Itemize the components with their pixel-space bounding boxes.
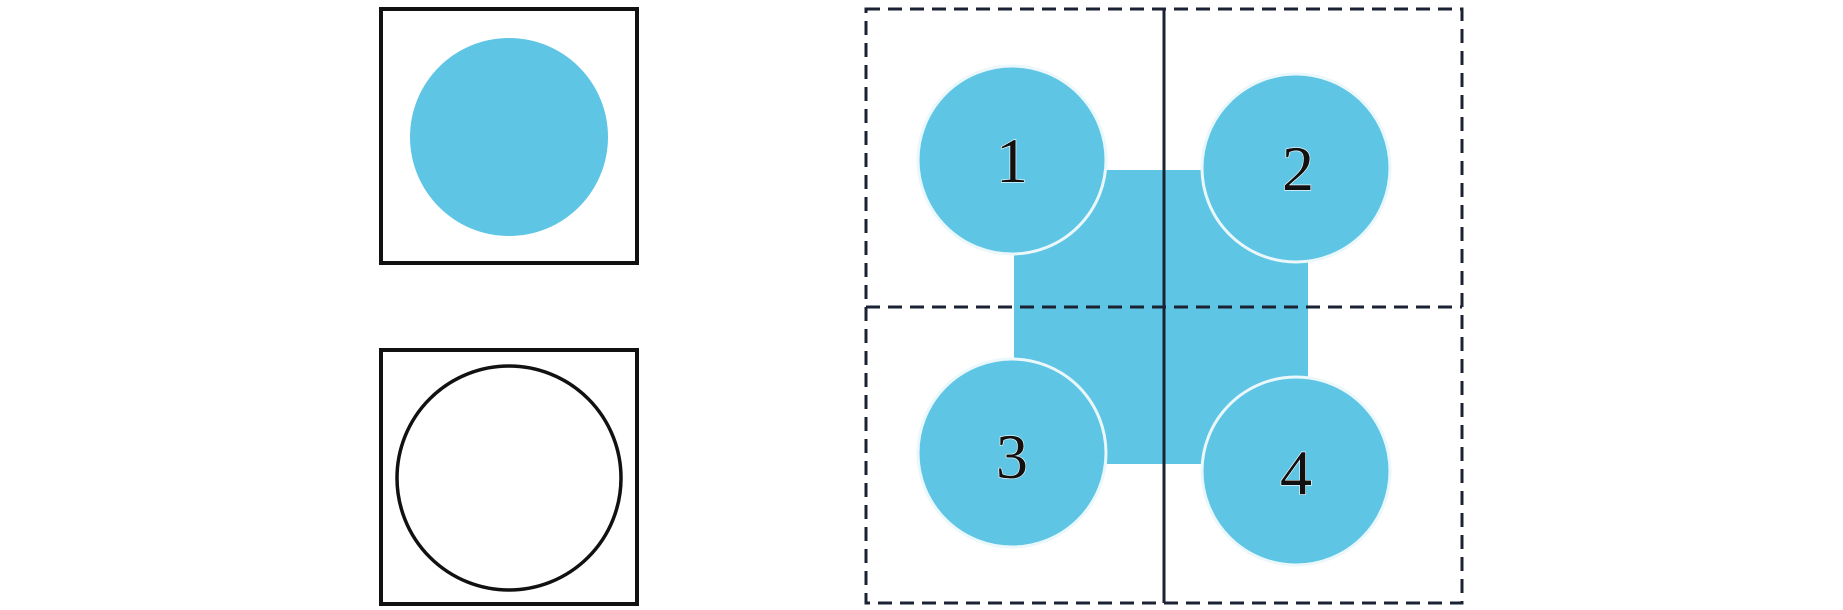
cell-frame-top [379, 7, 639, 265]
filled-circle [410, 38, 608, 236]
quadrant-label-3: 3 [996, 421, 1028, 492]
quadrant-label-2: 2 [1282, 133, 1314, 204]
quadrant-diagram: 1 2 3 4 [864, 7, 1464, 605]
quadrant-circle-1 [916, 64, 1108, 256]
quadrant-circle-3 [916, 357, 1108, 549]
outline-circle-cell [379, 348, 639, 606]
filled-circle-cell [379, 7, 639, 265]
cell-frame-bottom [379, 348, 639, 606]
quadrant-circle-4 [1200, 375, 1392, 567]
quadrant-circle-2 [1200, 72, 1392, 264]
quadrant-label-4: 4 [1280, 437, 1312, 508]
quadrant-label-1: 1 [996, 125, 1028, 196]
outline-circle [395, 364, 623, 592]
